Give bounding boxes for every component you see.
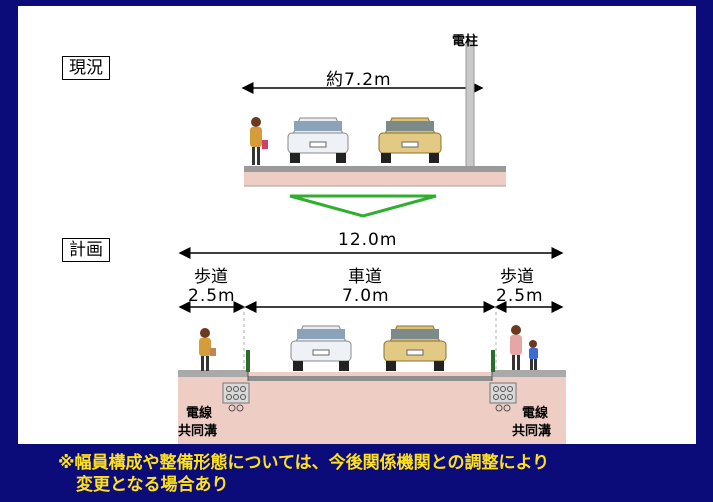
current-section-label: 現況 <box>62 56 110 80</box>
right-bollard <box>491 350 495 372</box>
right-sidewalk-label: 歩道 <box>500 267 534 287</box>
right-sidewalk-surface <box>492 370 566 377</box>
left-sidewalk-width: 2.5m <box>188 286 236 306</box>
left-sidewalk-label: 歩道 <box>194 267 228 287</box>
current-ground <box>244 172 506 186</box>
left-bollard <box>246 350 250 372</box>
gold-car <box>378 117 442 163</box>
diagram-panel: 現況 電柱 約7.2m 計画 12.0m 歩道 2.5m 車道 7.0m 歩道 … <box>18 6 696 444</box>
pedestrian-right-pair <box>510 325 538 370</box>
utility-pole <box>465 41 475 171</box>
left-sidewalk-surface <box>178 370 248 377</box>
footnote-line1: ※幅員構成や整備形態については、今後関係機関との調整により <box>58 453 550 473</box>
pedestrian-left <box>199 328 216 371</box>
plan-total-width-label: 12.0m <box>338 230 398 250</box>
plan-white-car <box>290 325 352 371</box>
white-car <box>287 117 349 163</box>
road-cross-section-diagram <box>178 41 566 444</box>
roadway-surface <box>248 376 492 381</box>
pedestrian-figure <box>250 117 268 165</box>
footnote-line2: 変更となる場合あり <box>76 475 229 495</box>
roadway-width: 7.0m <box>342 286 390 306</box>
left-duct-label-line1: 電線 <box>186 406 213 421</box>
plan-section-label: 計画 <box>62 238 110 262</box>
utility-pole-label: 電柱 <box>452 34 479 49</box>
right-sidewalk-width: 2.5m <box>496 286 544 306</box>
right-utility-duct <box>489 382 517 412</box>
plan-gold-car <box>383 325 447 371</box>
left-utility-duct <box>222 382 250 412</box>
transition-arrow <box>289 194 437 218</box>
current-road-surface <box>244 166 506 172</box>
current-width-label: 約7.2m <box>326 70 392 90</box>
footnote: ※幅員構成や整備形態については、今後関係機関との調整により 変更となる場合あり <box>58 452 698 496</box>
left-duct-label-line2: 共同溝 <box>178 424 218 439</box>
roadway-label: 車道 <box>348 267 382 287</box>
right-duct-label-line2: 共同溝 <box>512 424 552 439</box>
right-duct-label-line1: 電線 <box>522 406 549 421</box>
